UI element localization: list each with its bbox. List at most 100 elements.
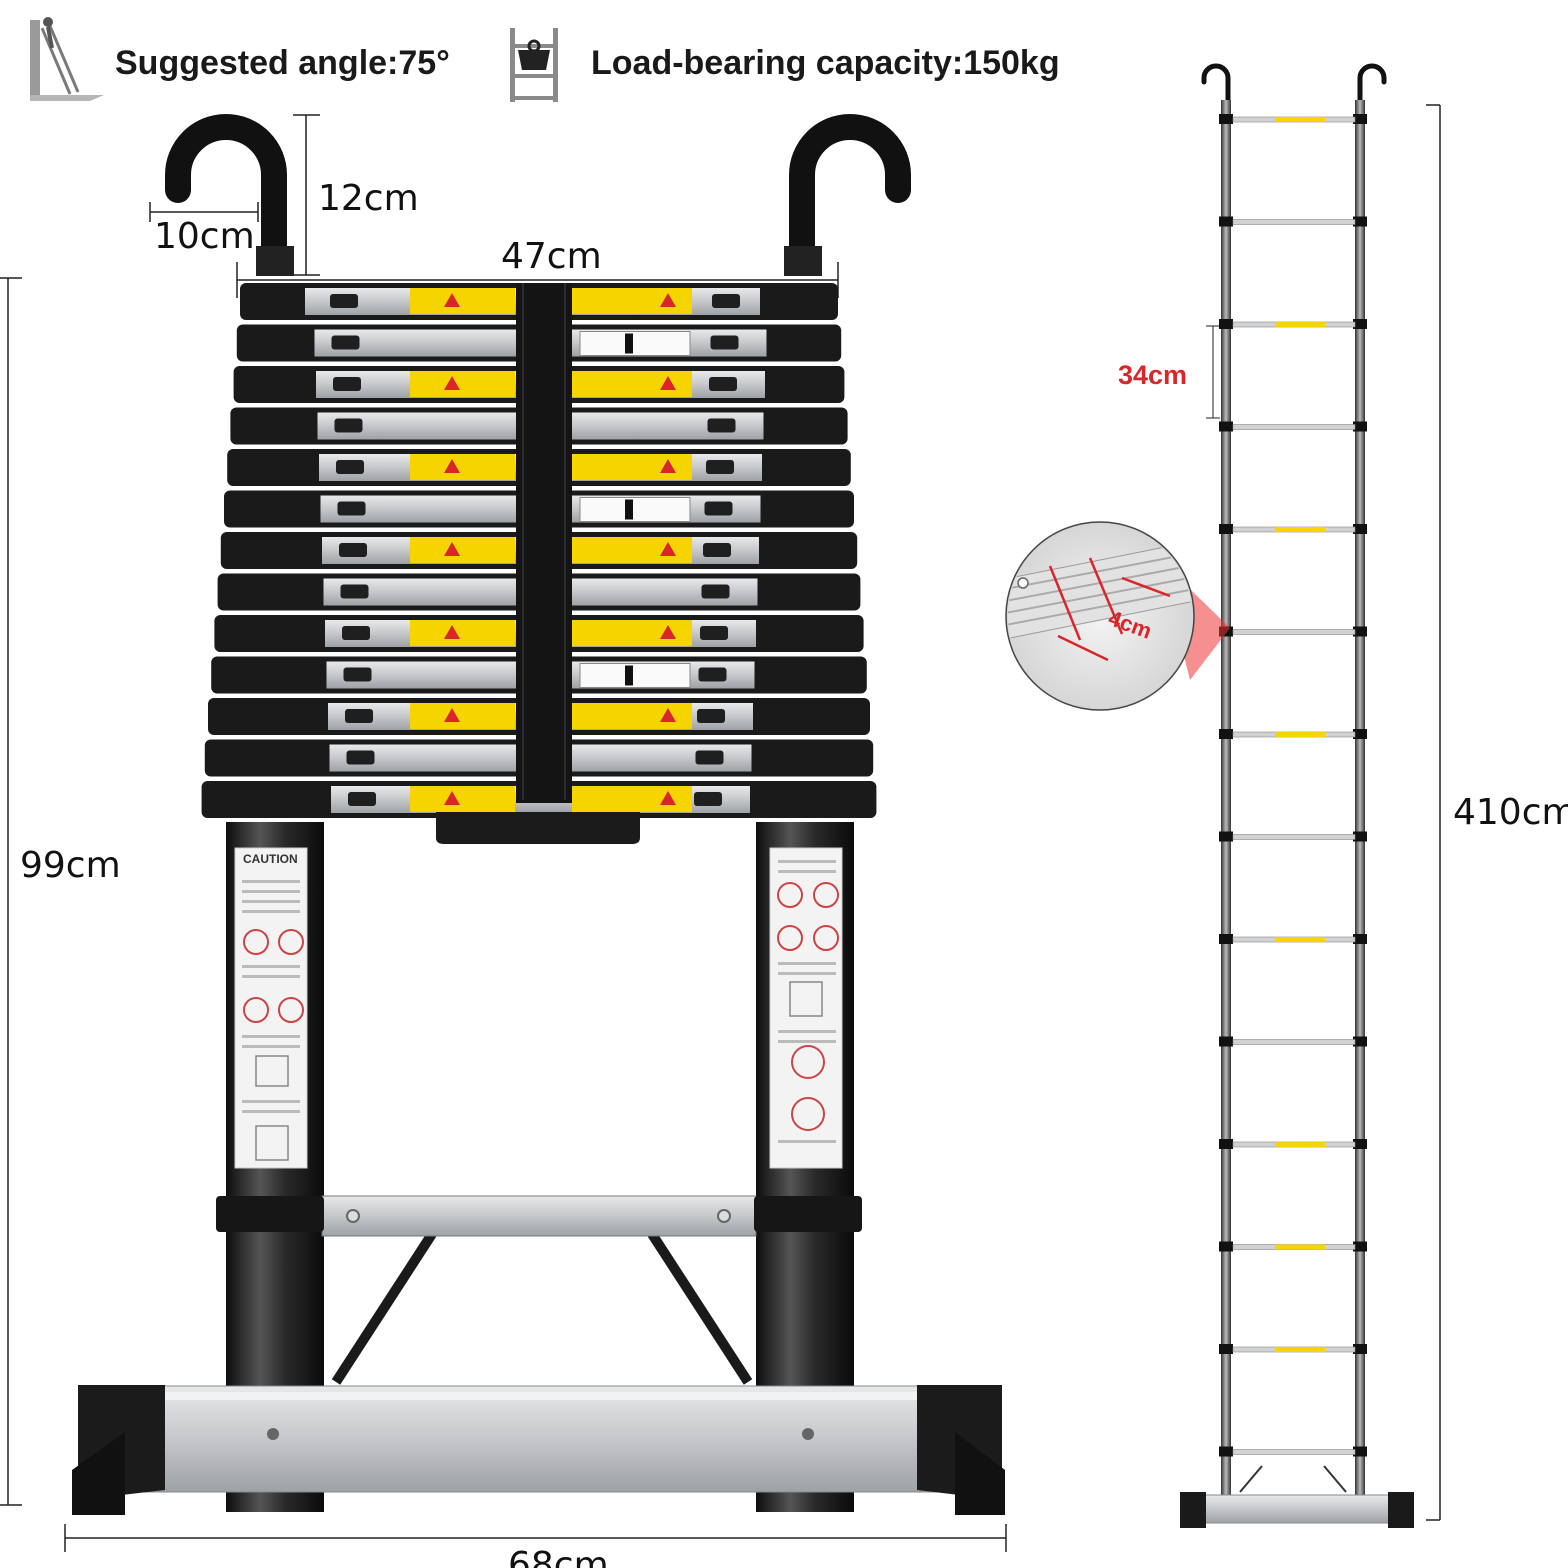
rung-slot (697, 709, 725, 723)
warning-label (410, 288, 515, 314)
rung-slot (703, 543, 731, 557)
ext-rung-label (1275, 1347, 1325, 1352)
warning-label (410, 454, 515, 480)
rung-slot (334, 418, 363, 433)
ext-rung-clip (1353, 1139, 1367, 1149)
ext-rung-clip (1219, 114, 1233, 124)
ext-rung (1232, 834, 1356, 840)
ext-rung-label (1275, 117, 1325, 122)
rung-slot (709, 377, 737, 391)
warning-label (410, 620, 515, 646)
ext-rung-clip (1353, 524, 1367, 534)
ext-rung-label (1275, 1244, 1325, 1250)
ext-rung-clip (1219, 421, 1233, 432)
rung-slot (345, 709, 373, 723)
ext-rung-label (1275, 937, 1325, 942)
ext-rung-clip (1219, 1344, 1233, 1354)
warning-icon (444, 708, 460, 722)
ext-rung-clip (1219, 216, 1233, 227)
angle-icon (30, 17, 104, 101)
rung-slot (342, 626, 370, 640)
warning-label (572, 454, 692, 480)
closed-height-label: 99cm (20, 845, 121, 886)
ext-rung (1232, 1039, 1356, 1045)
ext-rung (1232, 629, 1356, 635)
rung-slot (339, 543, 367, 557)
ext-rung-clip (1353, 831, 1367, 842)
ext-rung-clip (1219, 319, 1233, 329)
warning-label (572, 620, 692, 646)
lock-label (579, 663, 691, 688)
warning-label (572, 371, 692, 397)
ext-rung-clip (1353, 1241, 1367, 1252)
ext-rung-label (1275, 322, 1325, 327)
warning-label (410, 786, 515, 812)
ext-rung-label (1275, 527, 1325, 532)
warning-icon (444, 791, 460, 805)
base-width-label: 68cm (508, 1545, 609, 1568)
warning-label (410, 703, 515, 729)
ext-rung-clip (1219, 831, 1233, 842)
warning-label (572, 537, 692, 563)
rung-slot (333, 377, 361, 391)
rung-slot (337, 501, 366, 516)
ext-rung-clip (1353, 421, 1367, 432)
hook-height-label: 12cm (318, 178, 419, 219)
caution-label: CAUTION (243, 852, 298, 866)
ext-rung-clip (1219, 1241, 1233, 1252)
ext-rung-clip (1353, 114, 1367, 124)
ext-rung (1232, 424, 1356, 430)
ext-rung-clip (1219, 729, 1233, 739)
warning-label (410, 371, 515, 397)
ext-rung (1232, 219, 1356, 225)
lock-label-divider (625, 665, 633, 686)
warning-icon (444, 542, 460, 556)
warning-label (410, 537, 515, 563)
rung-slot (704, 501, 733, 516)
warning-icon (444, 459, 460, 473)
top-width-label: 47cm (501, 236, 602, 277)
ext-rung-clip (1353, 319, 1367, 329)
suggested-angle-label: Suggested angle:75° (115, 44, 450, 82)
ext-rung-clip (1219, 934, 1233, 944)
warning-label (572, 288, 692, 314)
extended-height-label: 410cm (1453, 792, 1568, 833)
collapsed-ladder (72, 114, 1005, 1515)
rung-slot (710, 335, 739, 350)
rung-slot (336, 460, 364, 474)
ext-rung-clip (1353, 1446, 1367, 1457)
ext-rung-clip (1219, 1139, 1233, 1149)
rung-slot (343, 667, 372, 682)
warning-icon (660, 459, 676, 473)
extended-ladder (1180, 63, 1414, 1528)
rung-slot (340, 584, 369, 599)
dimension-lines (0, 104, 1441, 1552)
lock-label (579, 497, 691, 522)
rung-slot (695, 750, 724, 765)
ext-rung-clip (1353, 729, 1367, 739)
warning-label (572, 703, 692, 729)
lock-label-divider (625, 333, 633, 354)
ext-rung-clip (1353, 934, 1367, 944)
warning-icon (660, 791, 676, 805)
rung-slot (712, 294, 740, 308)
warning-label (572, 786, 692, 812)
rung-slot (331, 335, 360, 350)
ext-rung-clip (1219, 1446, 1233, 1457)
rung-slot (701, 584, 730, 599)
rung-slot (346, 750, 375, 765)
lock-label-divider (625, 499, 633, 520)
rung-slot (694, 792, 722, 806)
rung-slot (698, 667, 727, 682)
ext-rung-clip (1353, 216, 1367, 227)
warning-icon (660, 293, 676, 307)
rung-slot (348, 792, 376, 806)
warning-icon (660, 625, 676, 639)
lock-label (579, 331, 691, 356)
load-capacity-label: Load-bearing capacity:150kg (591, 44, 1060, 82)
rung-slot (707, 418, 736, 433)
weight-icon (510, 28, 558, 102)
warning-icon (444, 625, 460, 639)
